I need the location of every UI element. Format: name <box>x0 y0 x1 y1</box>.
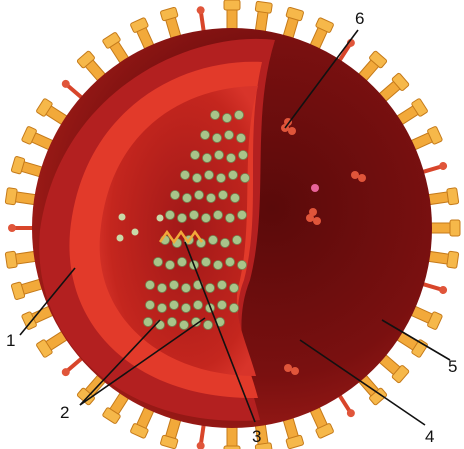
label-1: 1 <box>6 331 15 350</box>
rnp-granule <box>237 134 246 143</box>
loose-granule <box>157 215 164 222</box>
label-5: 5 <box>448 357 457 376</box>
rnp-granule <box>231 194 240 203</box>
rnp-granule <box>201 131 210 140</box>
hemagglutinin-spike <box>427 248 459 268</box>
rnp-granule <box>215 151 224 160</box>
hemagglutinin-spike <box>252 1 272 33</box>
rnp-granule <box>166 261 175 270</box>
rnp-granule <box>209 236 218 245</box>
rnp-granule <box>206 284 215 293</box>
rnp-granule <box>158 304 167 313</box>
rnp-granule <box>235 111 244 120</box>
rnp-granule <box>203 154 212 163</box>
rnp-granule <box>226 258 235 267</box>
rnp-granule <box>239 151 248 160</box>
rnp-granule <box>214 261 223 270</box>
rnp-granule <box>182 304 191 313</box>
rnp-granule <box>146 301 155 310</box>
rnp-granule <box>233 236 242 245</box>
label-6: 6 <box>355 9 364 28</box>
hemagglutinin-spike <box>224 0 240 30</box>
rnp-granule <box>181 171 190 180</box>
hemagglutinin-spike <box>224 426 240 449</box>
rnp-granule <box>217 174 226 183</box>
rnp-granule <box>238 211 247 220</box>
rnp-granule <box>218 281 227 290</box>
rnp-granule <box>202 214 211 223</box>
rnp-granule <box>171 191 180 200</box>
loose-granule <box>117 235 124 242</box>
rnp-granule <box>238 261 247 270</box>
hemagglutinin-spike <box>430 220 460 236</box>
rnp-granule <box>241 174 250 183</box>
rnp-granule <box>193 174 202 183</box>
rnp-granule <box>204 321 213 330</box>
rnp-granule <box>230 284 239 293</box>
rnp-granule <box>211 111 220 120</box>
rnp-granule <box>194 301 203 310</box>
rnp-granule <box>180 321 189 330</box>
rnp-granule <box>144 318 153 327</box>
rnp-granule <box>218 301 227 310</box>
label-4: 4 <box>425 427 434 446</box>
rnp-granule <box>170 281 179 290</box>
rnp-granule <box>183 194 192 203</box>
rnp-granule <box>166 211 175 220</box>
rnp-granule <box>170 301 179 310</box>
rnp-granule <box>178 214 187 223</box>
label-2: 2 <box>60 403 69 422</box>
rnp-granule <box>156 321 165 330</box>
rnp-granule <box>226 214 235 223</box>
neuraminidase-spike <box>421 161 448 176</box>
hemagglutinin-spike <box>427 188 459 208</box>
rnp-granule <box>158 284 167 293</box>
rnp-granule <box>190 211 199 220</box>
loose-granule <box>119 214 126 221</box>
rnp-granule <box>207 194 216 203</box>
neuraminidase-spike <box>196 423 208 449</box>
rnp-granule <box>205 171 214 180</box>
rnp-granule <box>229 171 238 180</box>
loose-granule <box>132 229 139 236</box>
rnp-granule <box>213 134 222 143</box>
label-3: 3 <box>252 427 261 446</box>
rnp-granule <box>146 281 155 290</box>
neuraminidase-spike <box>196 6 208 33</box>
hemagglutinin-spike <box>5 188 37 208</box>
rnp-granule <box>225 131 234 140</box>
rnp-granule <box>214 211 223 220</box>
rnp-granule <box>202 258 211 267</box>
rnp-granule <box>195 191 204 200</box>
neuraminidase-spike <box>8 224 34 232</box>
rnp-granule <box>223 114 232 123</box>
hemagglutinin-spike <box>5 248 37 268</box>
rnp-granule <box>219 191 228 200</box>
rnp-granule <box>230 304 239 313</box>
neuraminidase-spike <box>421 280 448 295</box>
rnp-granule <box>178 258 187 267</box>
rnp-granule <box>154 258 163 267</box>
rnp-granule <box>227 154 236 163</box>
rnp-granule <box>191 151 200 160</box>
rnp-granule <box>182 284 191 293</box>
rnp-granule <box>168 318 177 327</box>
rnp-granule <box>221 239 230 248</box>
